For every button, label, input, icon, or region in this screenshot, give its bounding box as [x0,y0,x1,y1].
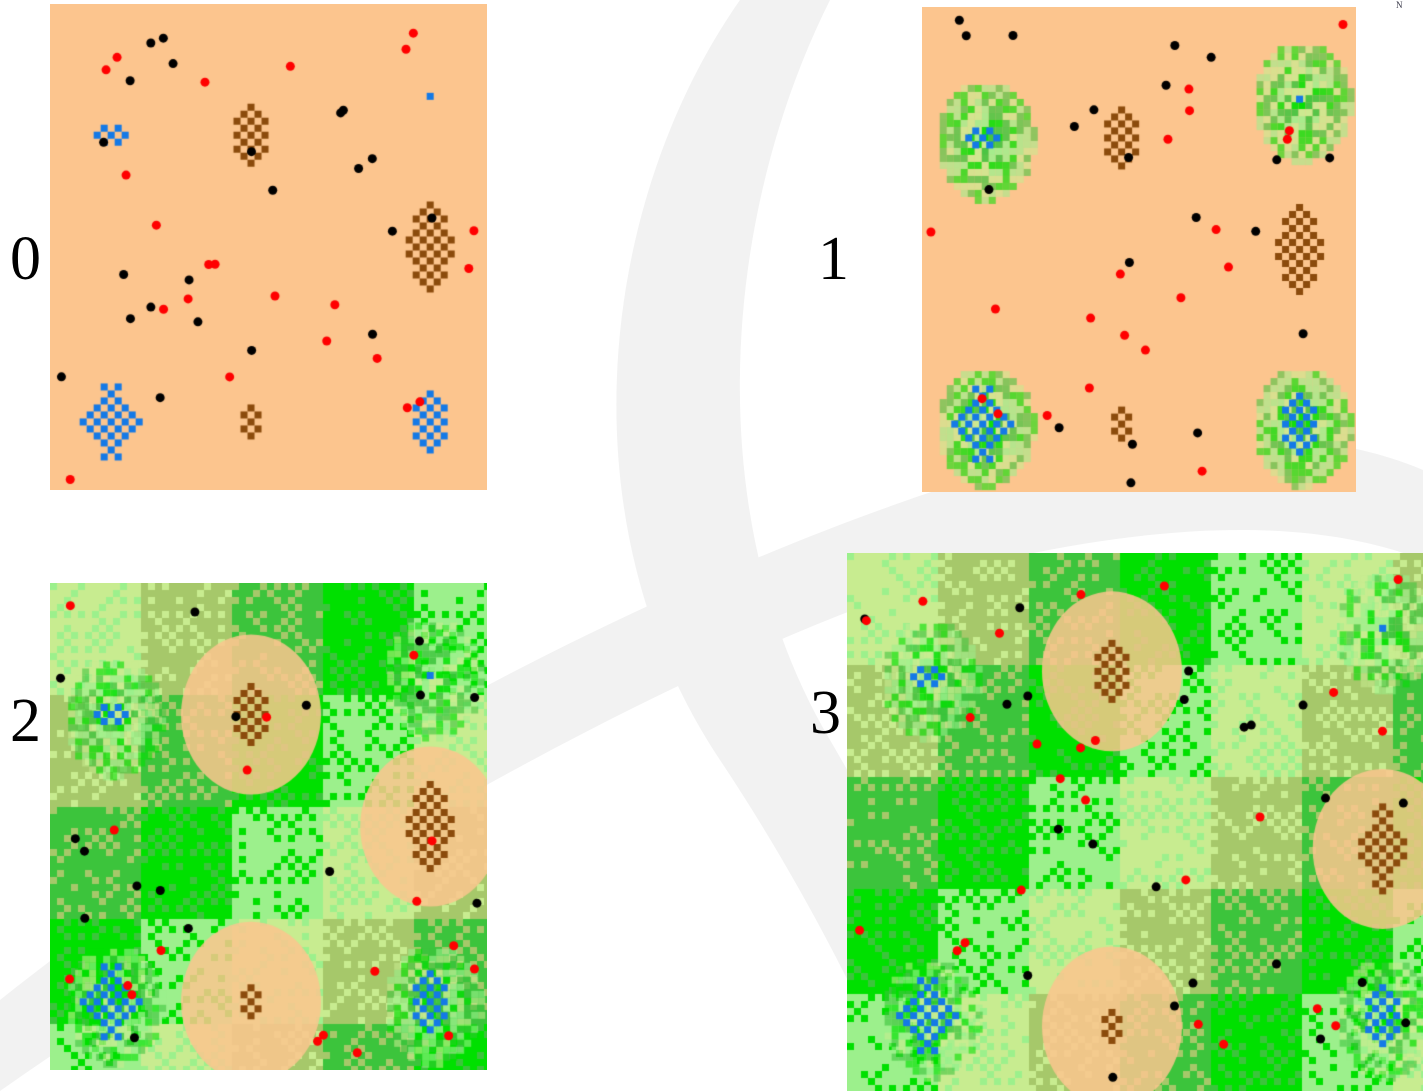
simulation-panel-0 [50,4,487,490]
map-canvas-2 [50,583,487,1070]
simulation-panel-2 [50,583,487,1070]
simulation-panel-1 [922,7,1356,492]
simulation-panel-3 [847,553,1423,1091]
corner-mark: N [1396,0,1403,10]
map-canvas-3 [847,553,1423,1091]
panel-label-0: 0 [10,225,41,293]
map-canvas-1 [922,7,1356,492]
map-canvas-0 [50,4,487,490]
panel-label-2: 2 [10,687,41,755]
panel-label-3: 3 [810,679,841,747]
panel-label-1: 1 [818,225,849,293]
